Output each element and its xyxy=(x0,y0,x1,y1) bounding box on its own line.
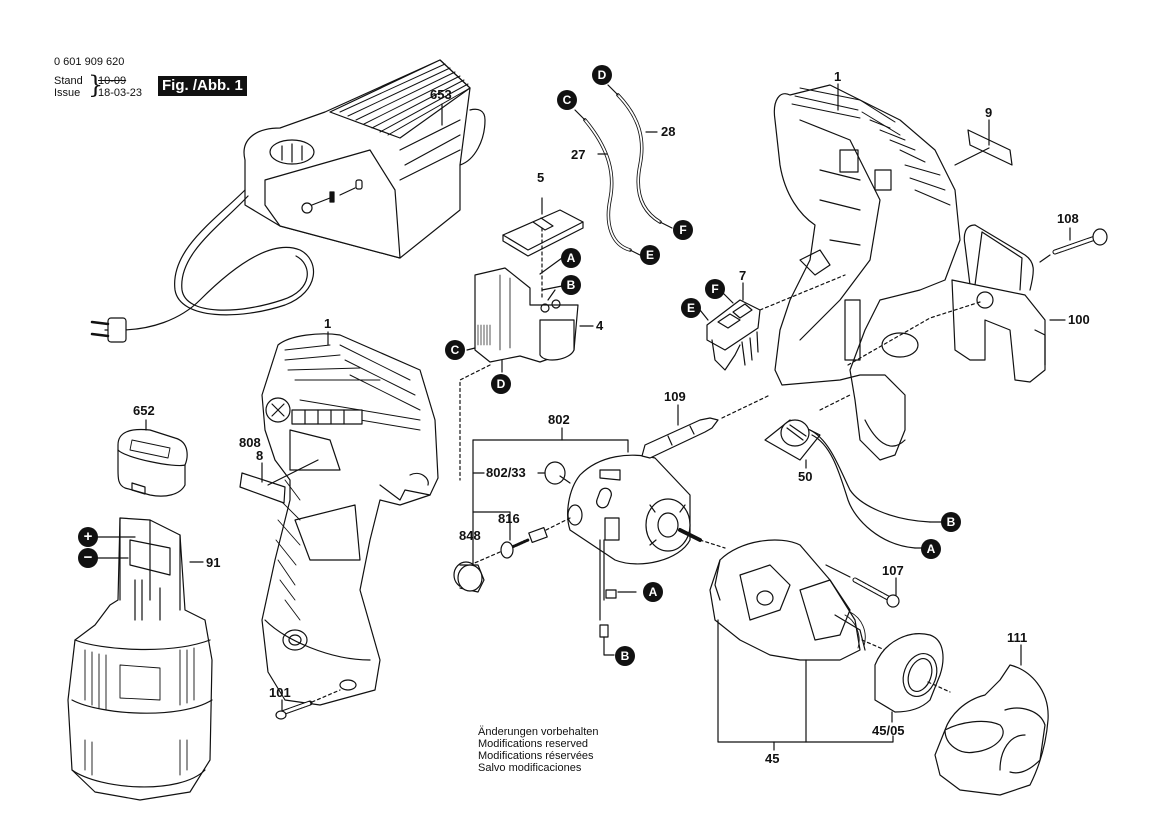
bracket-802 xyxy=(472,427,629,566)
led-board-50 xyxy=(764,394,931,549)
battery-minus-marker: − xyxy=(78,548,98,568)
connector-marker-f-clip: F xyxy=(705,279,725,299)
connector-marker-a-motor: A xyxy=(643,582,663,602)
brush-holder-816 xyxy=(469,517,571,566)
part-label-91: 91 xyxy=(206,555,221,570)
screw-101 xyxy=(275,689,341,720)
connector-marker-a-led: A xyxy=(921,539,941,559)
cap-848 xyxy=(453,561,485,593)
old-stand-date: 10-09 xyxy=(98,75,127,87)
bracket-45 xyxy=(717,619,894,751)
part-label-100: 100 xyxy=(1068,312,1090,327)
stand-label: Stand xyxy=(54,75,83,87)
ring-802-33 xyxy=(544,461,571,485)
part-label-27: 27 xyxy=(571,147,586,162)
leader-clip-e xyxy=(699,309,709,321)
charger-653 xyxy=(90,59,486,343)
issue-label: Issue xyxy=(54,87,81,99)
guard-111 xyxy=(934,664,1049,796)
switch-guide-line xyxy=(459,364,491,481)
part-label-111: 111 xyxy=(1007,630,1028,645)
part-number: 0 601 909 620 xyxy=(54,56,125,68)
part-label-1-left: 1 xyxy=(324,316,332,331)
label-808-8 xyxy=(239,472,286,504)
battery-cap-652 xyxy=(117,428,188,497)
part-label-848: 848 xyxy=(459,528,481,543)
battery-91 xyxy=(67,517,213,801)
part-label-808: 808 xyxy=(239,435,261,450)
leader-switch-c xyxy=(466,347,476,351)
part-label-8: 8 xyxy=(256,448,264,463)
issue-date: 18-03-23 xyxy=(98,87,143,99)
belt-hook-100 xyxy=(951,224,1046,383)
label-9 xyxy=(967,129,1013,166)
part-label-653: 653 xyxy=(430,87,452,102)
figure-label: Fig. /Abb. 1 xyxy=(158,76,247,96)
wire-28 xyxy=(607,84,673,229)
connector-marker-d-wire28: D xyxy=(592,65,612,85)
part-label-816: 816 xyxy=(498,511,520,526)
slider-5 xyxy=(502,197,584,301)
part-label-45-05: 45/05 xyxy=(872,723,905,738)
note-line-es: Salvo modificaciones xyxy=(478,762,582,774)
connector-marker-c-switch: C xyxy=(445,340,465,360)
connector-marker-d-switch: D xyxy=(491,374,511,394)
part-label-45: 45 xyxy=(765,751,780,766)
part-label-652: 652 xyxy=(133,403,155,418)
connector-marker-f-wire28: F xyxy=(673,220,693,240)
leader-switch-a xyxy=(539,257,563,275)
connector-marker-b-motor: B xyxy=(615,646,635,666)
part-label-802-33: 802/33 xyxy=(486,465,526,480)
motor-leads xyxy=(599,539,617,656)
housing-half-1-left xyxy=(261,333,439,706)
part-label-28: 28 xyxy=(661,124,676,139)
connector-marker-b-led: B xyxy=(941,512,961,532)
part-label-50: 50 xyxy=(798,469,813,484)
leader-9 xyxy=(954,119,990,166)
wire-27 xyxy=(574,109,641,256)
part-label-108: 108 xyxy=(1057,211,1079,226)
gear-housing-45 xyxy=(709,539,886,661)
part-label-101: 101 xyxy=(269,685,291,700)
note-line-en: Modifications reserved xyxy=(478,738,589,750)
modifications-note: Änderungen vorbehalten Modifications res… xyxy=(478,726,598,774)
leader-switch-b xyxy=(541,285,563,291)
part-label-9: 9 xyxy=(985,105,993,120)
clip-guide-line xyxy=(759,274,846,311)
battery-plus-marker: + xyxy=(78,527,98,547)
clip-7 xyxy=(706,299,761,371)
housing-half-1-right xyxy=(773,84,961,461)
screw-107 xyxy=(825,564,900,608)
part-label-1-right: 1 xyxy=(834,69,842,84)
part-label-109: 109 xyxy=(664,389,686,404)
connector-marker-e-clip: E xyxy=(681,298,701,318)
bit-109 xyxy=(641,394,771,459)
part-label-4: 4 xyxy=(596,318,604,333)
leader-clip-f xyxy=(721,291,734,304)
part-label-107: 107 xyxy=(882,563,904,578)
screw-108 xyxy=(1039,228,1108,263)
connector-marker-a-switch: A xyxy=(561,248,581,268)
connector-marker-c-wire27: C xyxy=(557,90,577,110)
part-label-5: 5 xyxy=(537,170,545,185)
motor xyxy=(567,454,726,565)
leader-808-8 xyxy=(261,459,319,486)
hook-guide-line xyxy=(929,301,981,319)
note-line-de: Änderungen vorbehalten xyxy=(478,726,599,738)
connector-marker-b-switch: B xyxy=(561,275,581,295)
brace-glyph: } xyxy=(88,71,104,99)
nose-ring-45-05 xyxy=(874,633,951,713)
housing-guide-line xyxy=(847,317,931,366)
connector-marker-e-wire27: E xyxy=(640,245,660,265)
part-label-7: 7 xyxy=(739,268,747,283)
switch-4 xyxy=(474,267,579,363)
part-label-802: 802 xyxy=(548,412,570,427)
note-line-fr: Modifications réservées xyxy=(478,750,594,762)
